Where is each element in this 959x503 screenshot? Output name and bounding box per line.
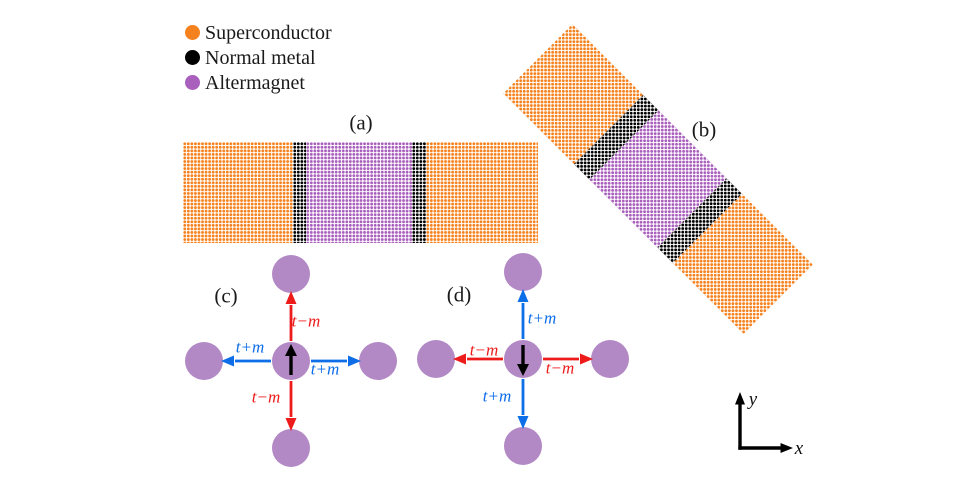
normal-metal-region <box>293 142 307 243</box>
legend-item-normal-metal: Normal metal <box>185 45 332 70</box>
altermagnet-site <box>504 427 542 465</box>
panel-a-label: (a) <box>349 110 373 135</box>
y-axis-arrowhead-icon <box>735 392 745 405</box>
bond-label-right: t−m <box>545 358 575 378</box>
arrowhead-right-icon <box>580 353 593 365</box>
x-axis-arrowhead-icon <box>780 443 793 453</box>
bond-label-top: t+m <box>527 308 557 328</box>
arrowhead-down-icon <box>285 418 297 431</box>
arrowhead-left-icon <box>453 353 466 365</box>
spin-up-arrow-icon <box>285 344 297 375</box>
bond-label-left: t−m <box>469 340 499 360</box>
legend-label: Normal metal <box>205 46 316 69</box>
superconductor-dot-icon <box>185 25 200 40</box>
legend-label: Altermagnet <box>205 71 305 94</box>
arrowhead-down-icon <box>517 416 529 429</box>
legend-item-altermagnet: Altermagnet <box>185 70 332 95</box>
hopping-cluster-up-graphic <box>185 255 397 467</box>
arrowhead-up-icon <box>517 289 529 302</box>
coordinate-axes-icon <box>735 392 793 453</box>
spin-down-arrow-icon <box>517 345 529 376</box>
altermagnet-site <box>272 255 310 293</box>
panel-c-hopping-diagram: (c) t−m t+m t+m t−m <box>181 251 401 471</box>
vertical-bond-arrows <box>517 289 529 429</box>
altermagnet-site <box>185 342 223 380</box>
normal-metal-region <box>412 142 427 243</box>
altermagnet-region <box>306 142 413 243</box>
bond-label-top: t−m <box>291 311 321 331</box>
altermagnet-site <box>272 429 310 467</box>
legend: Superconductor Normal metal Altermagnet <box>185 20 332 95</box>
altermagnet-dot-icon <box>185 75 200 90</box>
y-axis-label: y <box>748 389 758 410</box>
bond-label-right: t+m <box>310 359 340 379</box>
bond-label-bottom: t+m <box>482 386 512 406</box>
superconductor-region <box>183 142 294 243</box>
vertical-bond-arrows <box>285 291 297 431</box>
horizontal-bond-arrows <box>453 353 593 365</box>
horizontal-bond-arrows <box>221 355 361 367</box>
altermagnet-site <box>591 340 629 378</box>
superconductor-region <box>426 142 538 243</box>
bond-label-left: t+m <box>235 337 265 357</box>
bond-label-bottom: t−m <box>251 387 281 407</box>
arrowhead-up-icon <box>285 291 297 304</box>
altermagnet-site <box>359 342 397 380</box>
panel-b-label: (b) <box>691 117 717 142</box>
hopping-cluster-down-graphic <box>417 253 629 465</box>
panel-d-label: (d) <box>446 282 472 307</box>
legend-label: Superconductor <box>205 21 332 44</box>
arrowhead-right-icon <box>348 355 361 367</box>
altermagnet-site <box>417 340 455 378</box>
arrowhead-left-icon <box>221 355 234 367</box>
panel-d-hopping-diagram: (d) t+m t−m t−m t+m <box>413 249 633 469</box>
panel-c-label: (c) <box>214 283 238 308</box>
x-axis-label: x <box>794 438 804 459</box>
altermagnet-site <box>504 253 542 291</box>
legend-item-superconductor: Superconductor <box>185 20 332 45</box>
normal-metal-dot-icon <box>185 50 200 65</box>
coordinate-axes: y x <box>710 380 820 465</box>
lattice-strip-horizontal <box>183 142 538 243</box>
